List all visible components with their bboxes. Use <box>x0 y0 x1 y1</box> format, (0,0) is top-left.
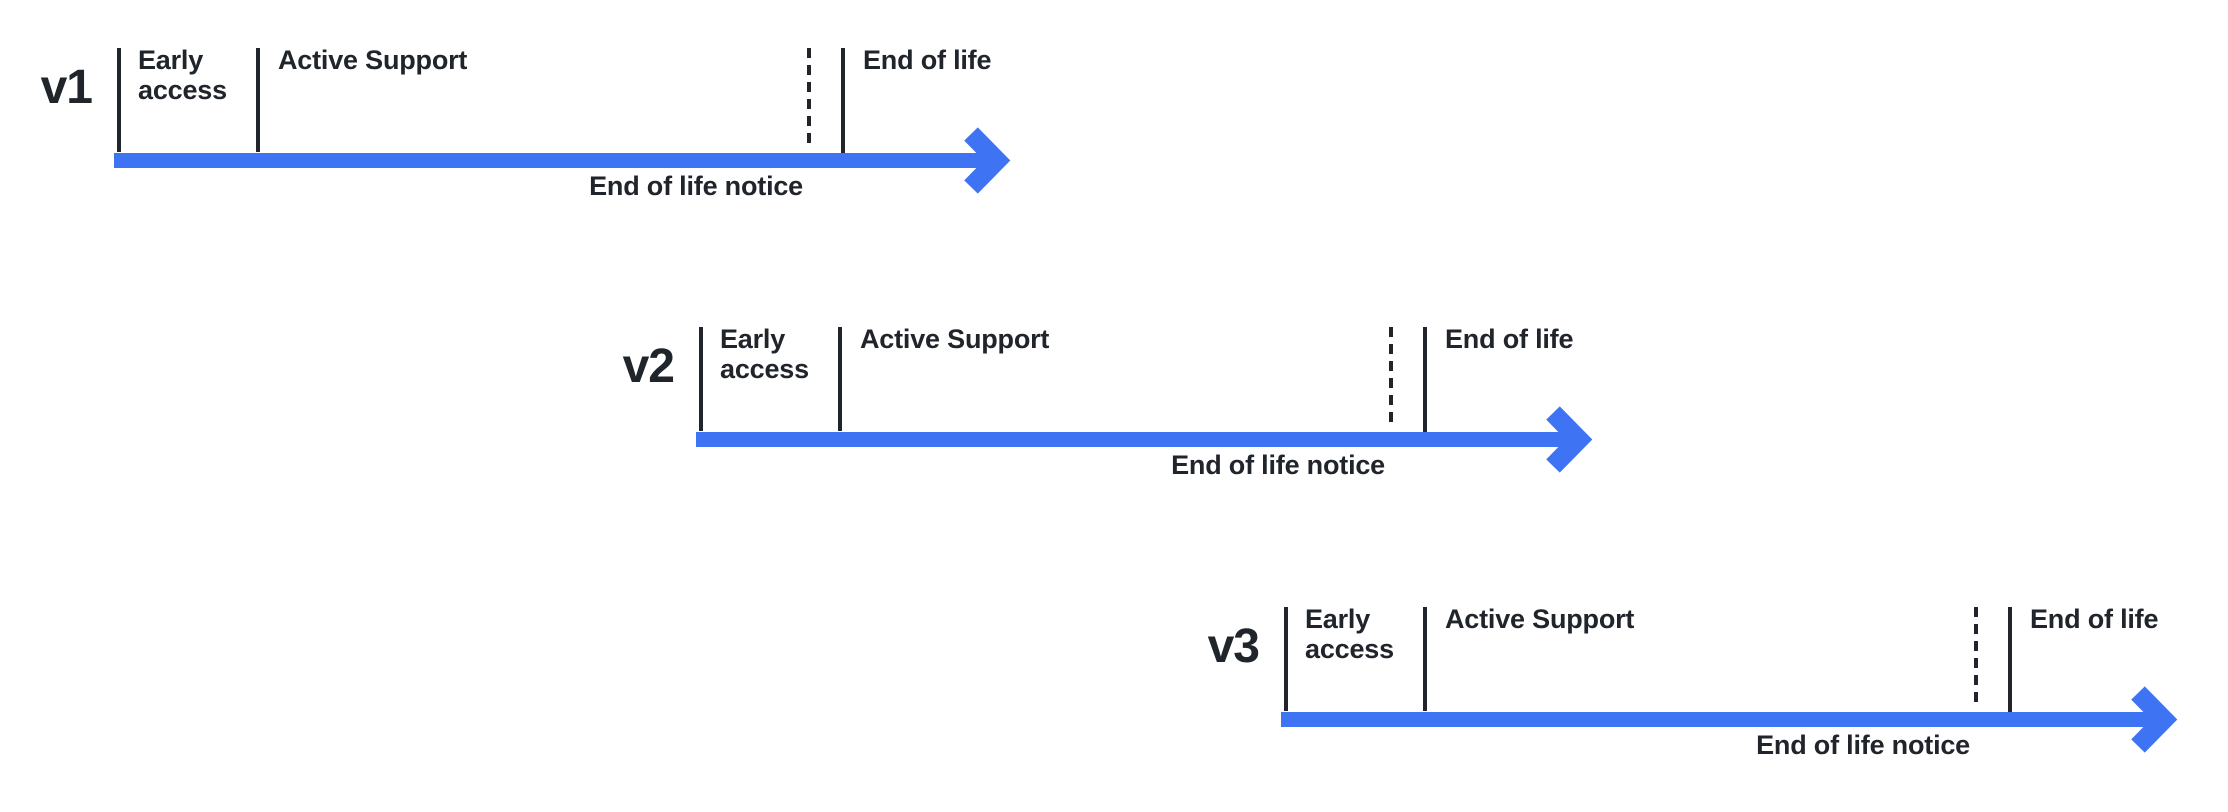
timeline-v2: v2 Early access Active Support End of li… <box>501 324 1681 507</box>
end-of-life-label: End of life <box>2030 604 2159 634</box>
timeline-track-v2 <box>696 327 1593 473</box>
arrowhead-icon <box>2131 686 2178 753</box>
arrowhead-icon <box>1546 406 1593 473</box>
end-of-life-notice-label: End of life notice <box>1756 730 1970 760</box>
end-of-life-notice-label: End of life notice <box>589 171 803 201</box>
timeline-bar <box>114 153 1003 168</box>
version-label-v1: v1 <box>40 61 93 114</box>
version-label-v2: v2 <box>622 340 675 393</box>
timeline-bar <box>1281 712 2170 727</box>
active-support-label: Active Support <box>278 45 468 75</box>
end-of-life-label: End of life <box>863 45 992 75</box>
timeline-v3: v3 Early access Active Support End of li… <box>1086 604 2228 787</box>
timeline-v1: v1 Early access Active Support End of li… <box>0 45 1099 228</box>
timeline-bar <box>696 432 1585 447</box>
arrowhead-icon <box>964 127 1011 194</box>
end-of-life-label: End of life <box>1445 324 1574 354</box>
active-support-label: Active Support <box>860 324 1050 354</box>
active-support-label: Active Support <box>1445 604 1635 634</box>
timeline-track-v3 <box>1281 607 2178 753</box>
end-of-life-notice-label: End of life notice <box>1171 450 1385 480</box>
early-access-label: Early access <box>138 45 227 105</box>
version-label-v3: v3 <box>1207 620 1260 673</box>
timeline-track-v1 <box>114 48 1011 194</box>
early-access-label: Early access <box>1305 604 1394 664</box>
early-access-label: Early access <box>720 324 809 384</box>
